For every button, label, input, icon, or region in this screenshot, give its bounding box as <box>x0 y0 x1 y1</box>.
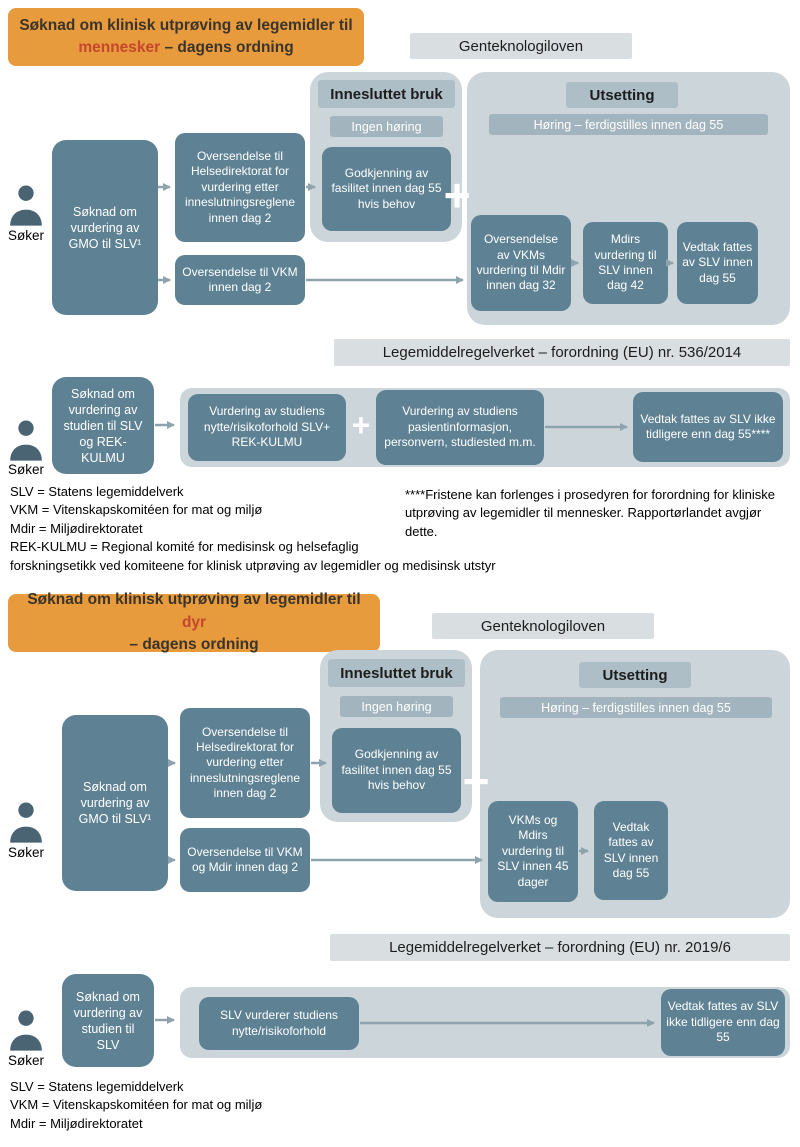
title-line-1: Søknad om klinisk utprøving av legemidle… <box>19 16 353 34</box>
applicant-label: Søker <box>7 228 44 243</box>
contained-use-header-animal: Innesluttet bruk <box>328 659 465 687</box>
title-line-2: mennesker – dagens ordning <box>78 39 294 56</box>
eu-decision-box-human: Vedtak fattes av SLV ikke tidligere enn … <box>633 392 783 462</box>
application-box-animal: Søknad om vurdering av GMO til SLV¹ <box>62 715 168 891</box>
release-step-box: Vedtak fattes av SLV innen dag 55 <box>677 222 758 304</box>
eu-assessment-box-1-human: Vurdering av studiens nytte/risikoforhol… <box>188 394 346 461</box>
title-highlight: mennesker <box>78 39 161 56</box>
hearing-chip-animal: Høring – ferdigstilles innen dag 55 <box>500 697 772 718</box>
applicant-icon <box>6 1007 46 1051</box>
applicant-icon <box>6 417 46 461</box>
eu-assessment-box-2-human: Vurdering av studiens pasientinformasjon… <box>376 390 544 465</box>
legend-line: REK-KULMU = Regional komité for medisins… <box>10 539 359 555</box>
applicant-label: Søker <box>7 462 44 477</box>
gene-tech-law-header-animal: Genteknologiloven <box>432 613 654 639</box>
release-step-box: Oversendelse av VKMs vurdering til Mdir … <box>471 215 571 311</box>
gene-tech-law-header-human: Genteknologiloven <box>410 33 632 59</box>
transfer-vkm-mdir-box-animal: Oversendelse til VKM og Mdir innen dag 2 <box>180 828 310 892</box>
eu-decision-box-animal: Vedtak fattes av SLV ikke tidligere enn … <box>661 989 785 1056</box>
legend-line: VKM = Vitenskapskomitéen for mat og milj… <box>10 502 263 518</box>
transfer-helsedirektorat-box-animal: Oversendelse til Helsedirektorat for vur… <box>180 708 310 818</box>
eu-application-box-human: Søknad om vurdering av studien til SLV o… <box>52 377 154 474</box>
release-header-human: Utsetting <box>566 82 678 108</box>
release-step-box: Vedtak fattes av SLV innen dag 55 <box>594 801 668 900</box>
title-line-1: Søknad om klinisk utprøving av legemidle… <box>27 591 361 631</box>
section-title-human: Søknad om klinisk utprøving av legemidle… <box>8 8 364 66</box>
eu-assessment-box-animal: SLV vurderer studiens nytte/risikoforhol… <box>199 997 359 1050</box>
eu-regulation-header-human: Legemiddelregelverket – forordning (EU) … <box>334 339 790 366</box>
legend-line: Mdir = Miljødirektoratet <box>10 1115 143 1131</box>
applicant-icon <box>6 182 46 226</box>
legend-line: VKM = Vitenskapskomitéen for mat og milj… <box>10 1097 263 1113</box>
hearing-chip-human: Høring – ferdigstilles innen dag 55 <box>489 114 768 135</box>
applicant-icon <box>6 799 46 843</box>
title-highlight: dyr <box>181 613 207 631</box>
eu-application-box-animal: Søknad om vurdering av studien til SLV <box>62 974 154 1067</box>
plus-sign: + <box>351 407 371 443</box>
release-header-animal: Utsetting <box>579 662 691 688</box>
section-title-animal: Søknad om klinisk utprøving av legemidle… <box>8 591 380 653</box>
transfer-vkm-box-human: Oversendelse til VKM innen dag 2 <box>175 255 305 305</box>
legend-line: SLV = Statens legemiddelverk <box>10 484 184 499</box>
no-hearing-chip-animal: Ingen høring <box>340 696 453 717</box>
facility-approval-box-animal: Godkjenning av fasilitet innen dag 55 hv… <box>332 728 461 813</box>
eu-regulation-header-animal: Legemiddelregelverket – forordning (EU) … <box>330 934 790 961</box>
footnote-human: ****Fristene kan forlenges i prosedyren … <box>405 487 775 539</box>
title-line-2: – dagens ordning <box>129 636 259 654</box>
facility-approval-box-human: Godkjenning av fasilitet innen dag 55 hv… <box>322 147 451 231</box>
application-box-human: Søknad om vurdering av GMO til SLV¹ <box>52 140 158 315</box>
legend-line: Mdir = Miljødirektoratet <box>10 520 143 536</box>
plus-sign: + <box>443 169 471 221</box>
contained-use-header-human: Innesluttet bruk <box>318 80 455 108</box>
applicant-label: Søker <box>7 845 44 860</box>
legend-line: forskningsetikk ved komiteene for klinis… <box>10 557 496 573</box>
applicant-label: Søker <box>7 1053 44 1068</box>
legend-line: SLV = Statens legemiddelverk <box>10 1079 184 1094</box>
legend-animal: SLV = Statens legemiddelverk VKM = Viten… <box>10 1078 410 1133</box>
transfer-helsedirektorat-box-human: Oversendelse til Helsedirektorat for vur… <box>175 133 305 242</box>
plus-sign: + <box>462 755 490 807</box>
legend-human: SLV = Statens legemiddelverk VKM = Viten… <box>10 483 650 575</box>
release-step-box: Mdirs vurdering til SLV innen dag 42 <box>583 222 668 304</box>
no-hearing-chip-human: Ingen høring <box>330 116 443 137</box>
release-step-box: VKMs og Mdirs vurdering til SLV innen 45… <box>488 801 578 902</box>
